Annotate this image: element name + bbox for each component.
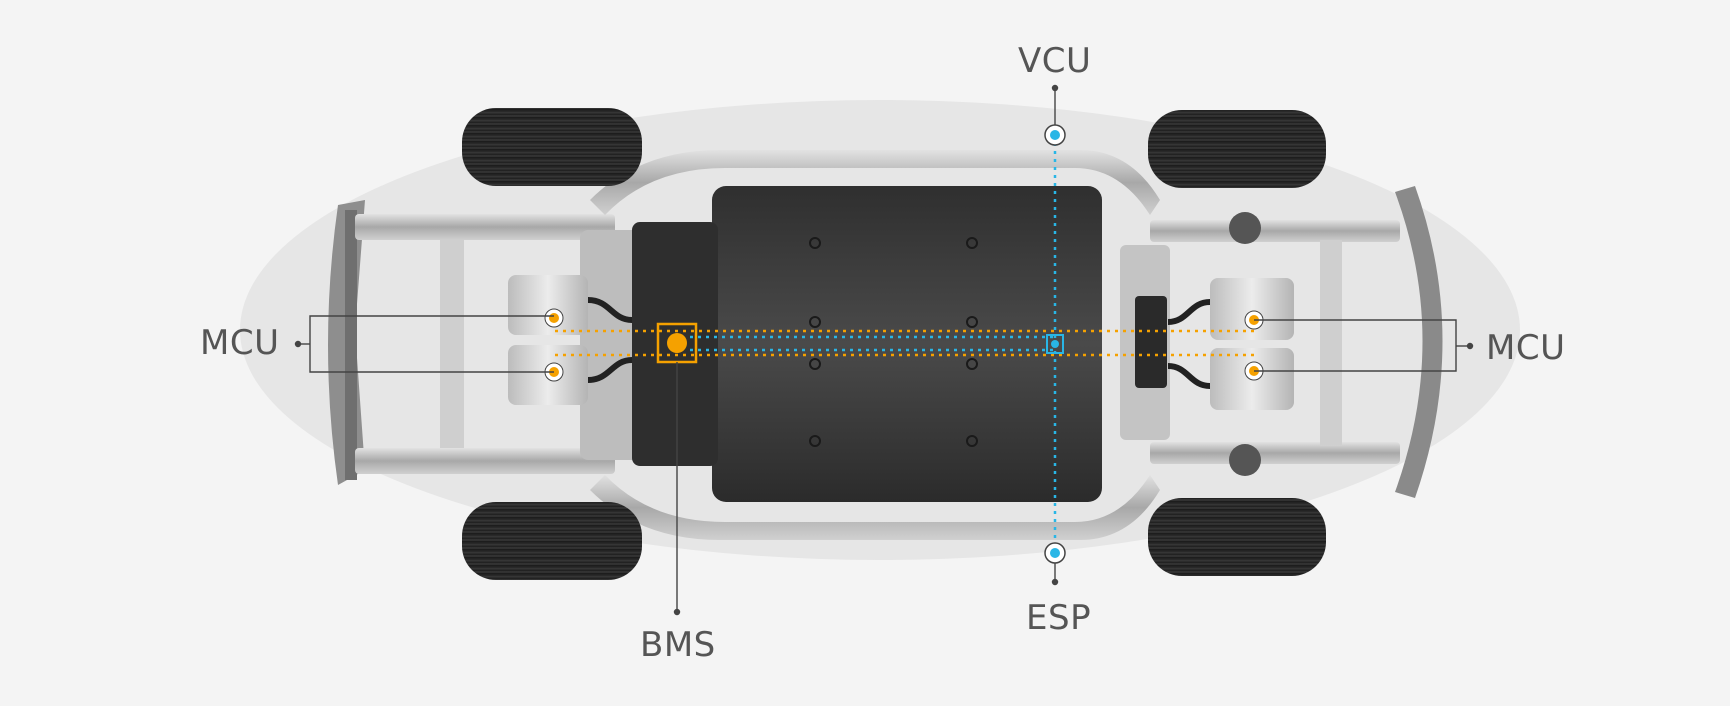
- mcu-rear-label: MCU: [1486, 328, 1566, 368]
- esp-label: ESP: [1026, 598, 1092, 638]
- rear-bumper: [1395, 186, 1443, 498]
- mcu-front-label: MCU: [200, 323, 280, 363]
- leader-lines: [294, 84, 1474, 616]
- esp-marker: [1044, 542, 1066, 564]
- tire-front-top: [462, 108, 642, 186]
- front-subframe: [355, 214, 640, 474]
- tire-rear-bottom: [1148, 498, 1326, 576]
- side-rails: [590, 150, 1160, 540]
- battery-pack: [632, 186, 1167, 502]
- bms-label: BMS: [640, 625, 716, 665]
- tire-front-bottom: [462, 502, 642, 580]
- tire-rear-top: [1148, 110, 1326, 188]
- vcu-label: VCU: [1018, 41, 1092, 81]
- front-bumper: [328, 200, 365, 485]
- vcu-marker: [1044, 124, 1066, 354]
